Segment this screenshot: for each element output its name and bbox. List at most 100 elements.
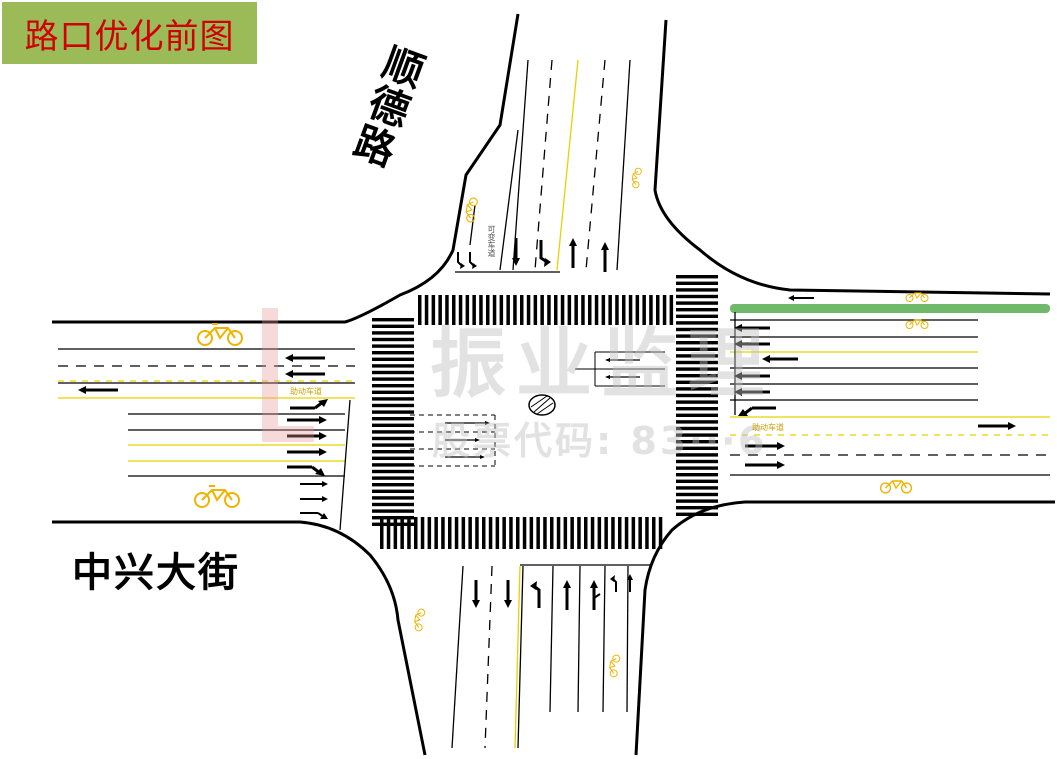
zebra-stripe — [540, 295, 544, 325]
zebra-stripe — [584, 517, 588, 549]
zebra-stripe — [676, 466, 718, 470]
bicycle-icon — [197, 323, 243, 346]
zebra-stripe — [536, 517, 540, 549]
zebra-stripe — [420, 517, 425, 549]
zebra-stripe — [372, 397, 414, 401]
zebra-stripe — [676, 426, 718, 431]
zebra-stripe — [676, 314, 718, 318]
zebra-stripe — [372, 516, 414, 520]
zebra-stripe — [434, 517, 438, 549]
zebra-stripe — [372, 436, 414, 441]
zebra-stripe — [522, 517, 527, 549]
arrow-straight-icon — [285, 354, 325, 362]
zebra-stripe — [372, 489, 414, 493]
zebra-stripe — [418, 295, 422, 325]
zebra-stripe — [656, 295, 660, 325]
arrow-left-turn-icon — [610, 575, 617, 592]
zebra-stripe — [676, 453, 718, 457]
zebra-stripe — [676, 433, 718, 437]
bicycle-icon — [465, 197, 478, 223]
zebra-stripe — [461, 517, 466, 549]
zebra-stripe — [372, 509, 414, 513]
zebra-stripe — [597, 517, 602, 549]
zebra-stripe — [454, 517, 459, 549]
arrow-straight-icon — [569, 238, 577, 268]
zebra-stripe — [468, 517, 472, 549]
zebra-stripe — [424, 295, 429, 325]
bike-lane-label-east: 助动车道 — [752, 423, 784, 432]
zebra-stripe — [676, 374, 718, 378]
zebra-stripe — [414, 517, 418, 549]
zebra-stripe — [372, 469, 414, 474]
zebra-stripe — [676, 440, 718, 444]
road-edges — [52, 13, 1055, 756]
bicycle-icon — [414, 608, 426, 632]
zebra-stripe — [438, 295, 442, 325]
zebra-stripe — [645, 517, 649, 549]
zebra-stripe — [560, 295, 565, 325]
bicycle-icon — [905, 319, 929, 329]
zebra-stripe — [649, 295, 653, 325]
zebra-stripe — [567, 295, 572, 325]
bike-lane-label-west: 助动车道 — [290, 387, 322, 396]
zebra-stripe — [611, 517, 615, 549]
arrow-right-turn-icon — [287, 465, 325, 476]
arrow-left-turn-icon — [530, 581, 541, 608]
zebra-stripe — [431, 295, 436, 325]
arrow-straight-icon — [978, 422, 1016, 430]
arrow-straight-icon — [512, 238, 520, 266]
zebra-stripe — [676, 301, 718, 305]
west-approach-lines — [58, 348, 355, 531]
zebra-stripe — [577, 517, 581, 549]
zebra-stripe — [676, 413, 718, 417]
zebra-stripe — [372, 483, 414, 487]
zebra-stripe — [488, 517, 493, 549]
zebra-crossing-north — [418, 295, 674, 325]
zebra-stripe — [372, 364, 414, 368]
zebra-stripe — [676, 321, 718, 325]
zebra-stripe — [465, 295, 470, 325]
zebra-stripe — [372, 344, 414, 348]
zebra-stripe — [372, 450, 414, 454]
zebra-stripe — [407, 517, 411, 549]
zebra-stripe — [372, 456, 414, 460]
zebra-stripe — [676, 360, 718, 365]
zebra-stripe — [590, 517, 595, 549]
arrow-straight-icon — [445, 421, 490, 425]
zebra-stripe — [642, 295, 646, 325]
diagram-title: 路口优化前图 — [24, 16, 235, 57]
arrow-left-turn-icon — [539, 240, 551, 267]
arrow-straight-icon — [563, 580, 571, 610]
zebra-stripe — [628, 295, 633, 325]
west-road-name: 中兴大街 — [72, 550, 240, 596]
zebra-stripe — [427, 517, 432, 549]
zebra-stripe — [372, 324, 414, 328]
zebra-stripe — [520, 295, 524, 325]
zebra-stripe — [452, 295, 456, 325]
arrow-straight-icon — [78, 386, 118, 394]
zebra-crossing-south — [380, 517, 663, 549]
zebra-stripe — [372, 496, 414, 500]
zebra-stripe — [588, 295, 592, 325]
bicycle-icon — [879, 480, 913, 494]
zebra-stripe — [676, 341, 718, 345]
zebra-stripe — [400, 517, 404, 549]
zebra-stripe — [615, 295, 619, 325]
arrow-straight-icon — [300, 481, 328, 487]
arrow-straight-icon — [734, 340, 770, 348]
zebra-stripe — [506, 295, 510, 325]
zebra-stripe — [458, 295, 463, 325]
diagram-title-box: 路口优化前图 — [2, 2, 257, 64]
zebra-stripe — [372, 522, 414, 526]
zebra-stripe — [486, 295, 490, 325]
zebra-stripe — [676, 334, 718, 338]
zebra-stripe — [372, 410, 414, 414]
arrow-straight-icon — [287, 416, 327, 424]
bicycle-icon — [631, 167, 642, 189]
arrow-straight-icon — [745, 442, 785, 450]
green-bus-lane — [730, 304, 1050, 313]
zebra-stripe — [502, 517, 506, 549]
zebra-stripe — [556, 517, 561, 549]
zebra-stripe — [372, 423, 414, 427]
